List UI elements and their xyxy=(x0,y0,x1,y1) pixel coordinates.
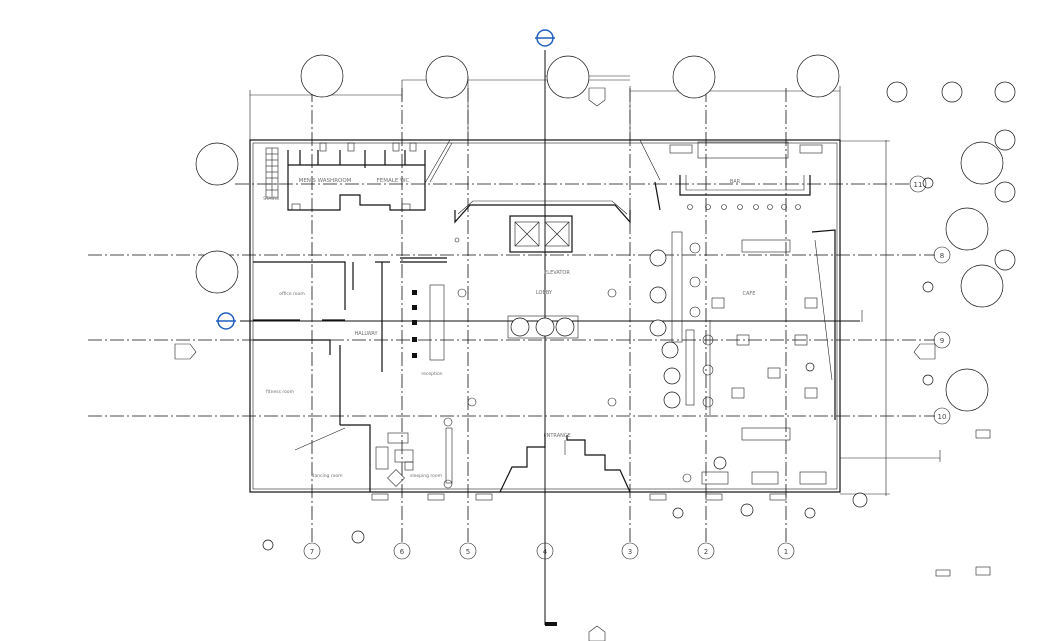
room-label-stairs: STAIRS xyxy=(263,196,279,202)
grid-bubble-10: 10 xyxy=(938,413,947,421)
room-label-office: office room xyxy=(279,291,304,297)
cafe-area xyxy=(443,141,836,489)
grid-bubbles: 7 6 5 4 3 2 1 11 8 9 10 xyxy=(303,175,951,560)
washroom-block xyxy=(265,139,453,211)
room-label-female-wc: FEMALE WC xyxy=(377,178,410,184)
grid-bubble-11: 11 xyxy=(914,181,923,189)
room-label-dancing: dancing room xyxy=(312,473,343,479)
room-label-reception: reception xyxy=(421,371,442,377)
room-label-bar: BAR xyxy=(730,179,741,185)
room-label-sleeping: sleeping room xyxy=(410,473,442,479)
left-wing-walls xyxy=(253,257,453,492)
room-label-hallway: HALLWAY xyxy=(354,331,378,337)
grid-bubble-2: 2 xyxy=(704,548,708,556)
room-label-cafe: CAFE xyxy=(743,291,756,297)
room-labels: MEN'S WASHROOM FEMALE WC STAIRS office r… xyxy=(263,178,755,479)
grid-bubble-5: 5 xyxy=(466,548,470,556)
room-label-mens-washroom: MEN'S WASHROOM xyxy=(299,178,352,184)
room-label-elevator: ELEVATOR xyxy=(544,270,570,276)
grid-bubble-4: 4 xyxy=(543,548,548,556)
exterior-trees xyxy=(195,54,1016,551)
lobby-center xyxy=(454,139,661,493)
building-outline xyxy=(249,139,841,493)
grid-bubble-9: 9 xyxy=(940,337,944,345)
grid-bubble-7: 7 xyxy=(310,548,314,556)
grid-bubble-3: 3 xyxy=(628,548,632,556)
grid-bubble-1: 1 xyxy=(784,548,788,556)
grid-bubble-6: 6 xyxy=(400,548,405,556)
planters xyxy=(649,249,681,409)
grid-lines-vertical xyxy=(311,50,787,625)
grid-bubble-8: 8 xyxy=(940,252,944,260)
room-label-lobby: LOBBY xyxy=(536,290,553,296)
room-label-entrance: ENTRANCE xyxy=(543,433,570,439)
grid-lines-horizontal xyxy=(88,183,935,417)
room-label-fitness: fitness room xyxy=(266,389,294,395)
section-markers xyxy=(174,29,936,641)
exterior-benches xyxy=(371,429,991,626)
